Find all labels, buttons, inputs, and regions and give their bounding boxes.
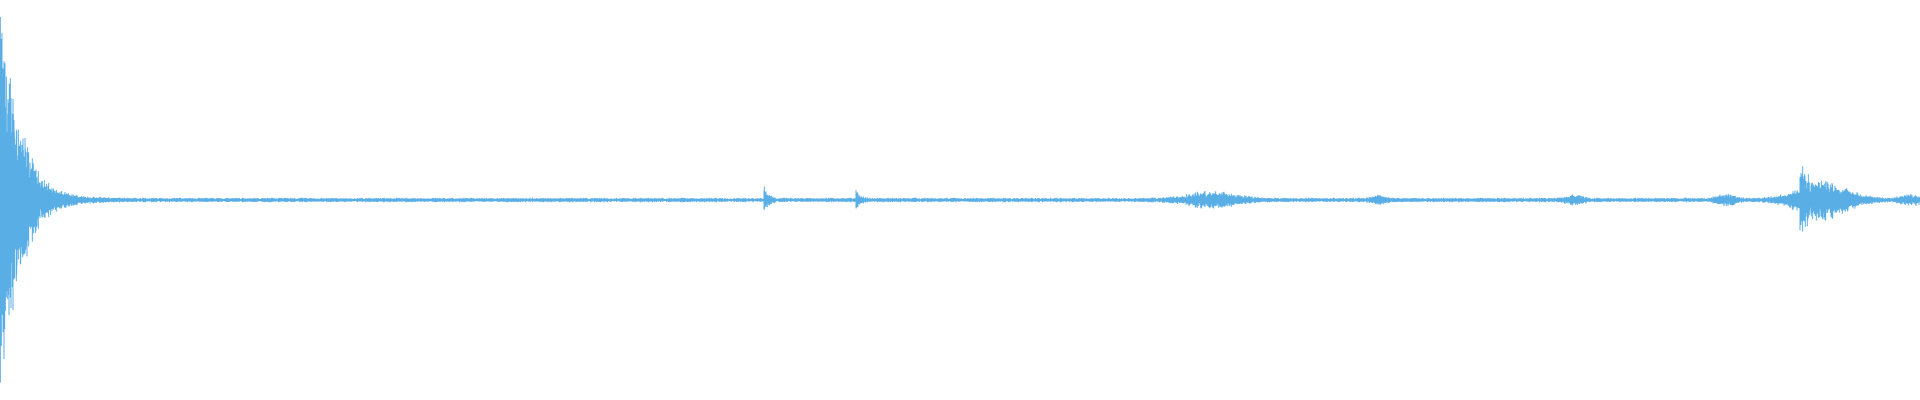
waveform-trace bbox=[0, 16, 1920, 383]
